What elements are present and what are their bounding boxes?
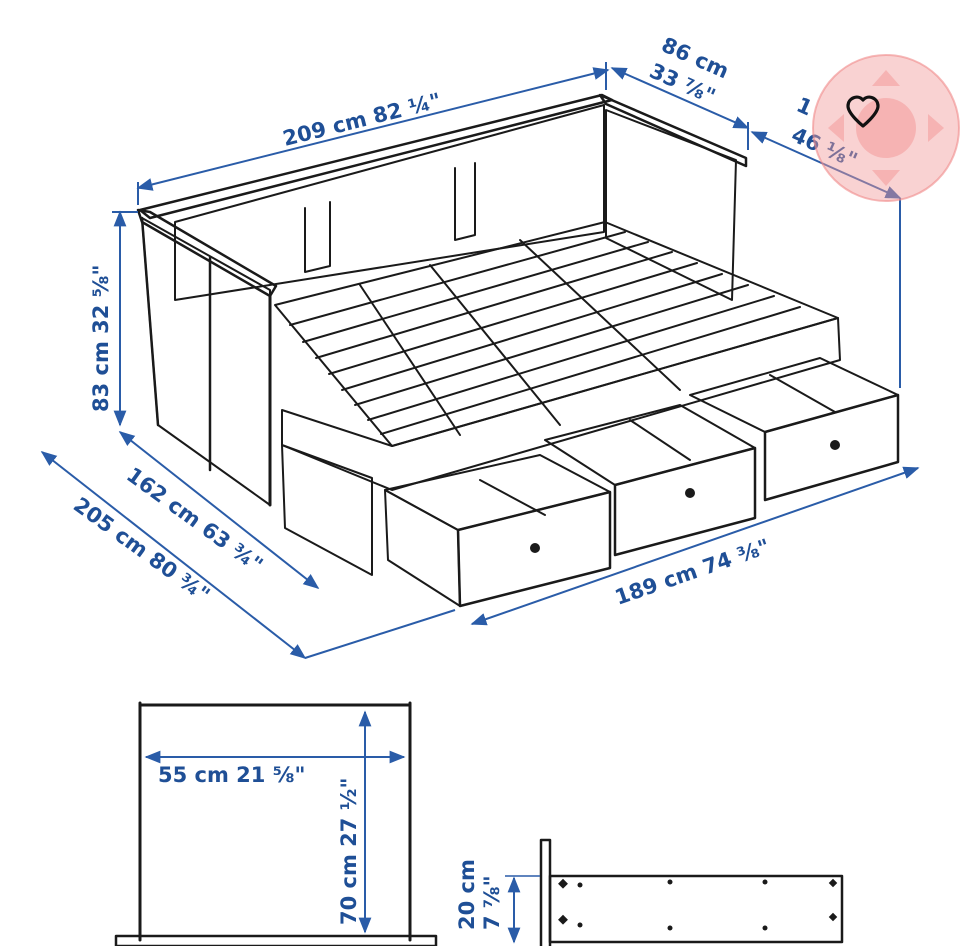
- dim-drawer-height-cm: 20 cm: [455, 859, 479, 930]
- dim-right-cm: 1: [793, 93, 816, 121]
- heart-outline-icon: [846, 95, 880, 128]
- drawer-detail-side: [505, 838, 844, 946]
- dim-drawer-height-in: 7 ⅞": [480, 875, 504, 930]
- drawer-detail-top: [114, 701, 438, 946]
- dim-drawer-width: 55 cm 21 ⅝": [158, 763, 305, 787]
- dimension-lines: [40, 62, 920, 659]
- daybed-frame: [136, 93, 841, 576]
- drawer-left: [384, 454, 612, 608]
- dim-inner-length: 189 cm 74 ⅜": [612, 534, 773, 609]
- dim-height: 83 cm 32 ⅝": [89, 265, 113, 412]
- dim-drawer-depth: 70 cm 27 ½": [337, 778, 361, 925]
- drawer-middle: [544, 404, 757, 557]
- favorite-button[interactable]: [812, 54, 960, 202]
